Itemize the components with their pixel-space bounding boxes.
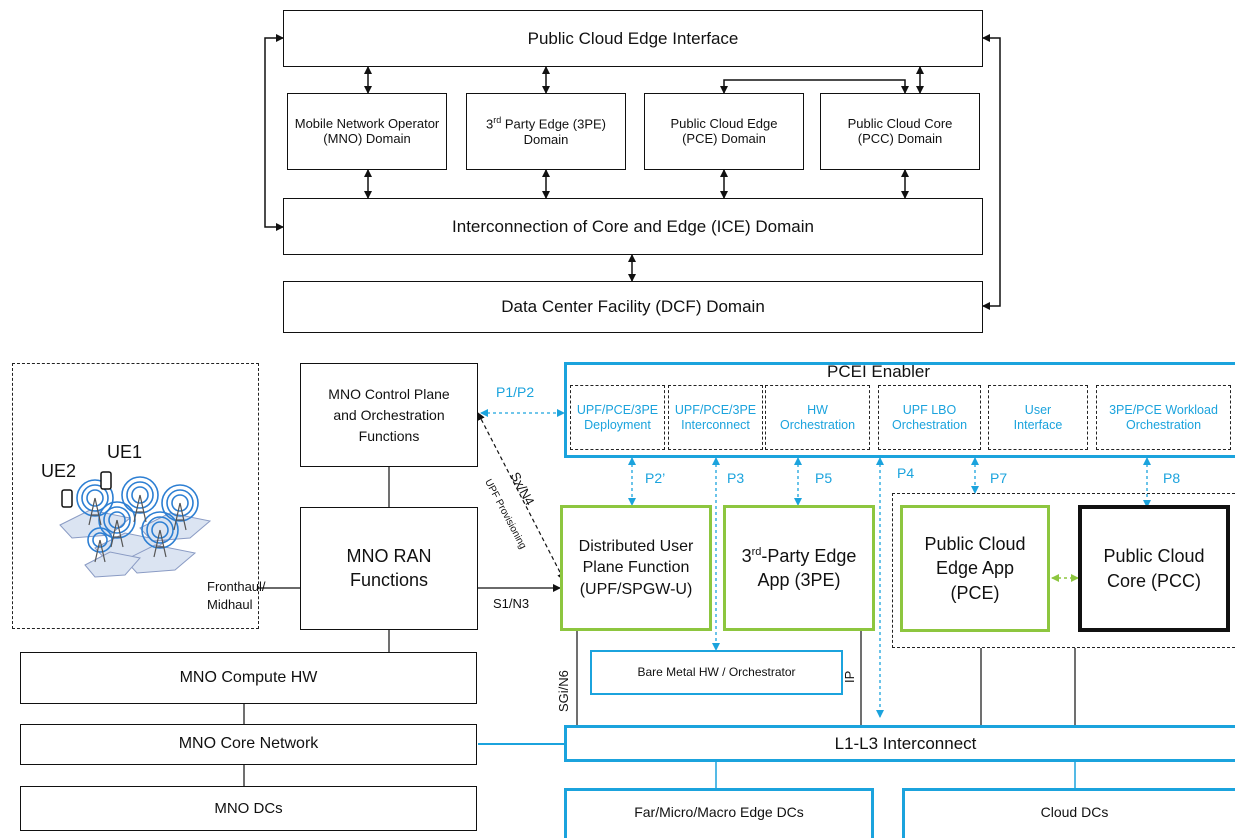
- far-edge-dcs-label: Far/Micro/Macro Edge DCs: [634, 803, 804, 820]
- enabler-interconnect: UPF/PCE/3PE Interconnect: [668, 385, 763, 450]
- pcei-enabler-label: PCEI Enabler: [827, 362, 930, 381]
- tpe-domain-label: 3rd Party Edge (3PE) Domain: [485, 115, 607, 147]
- pce-app-label: Public Cloud Edge App (PCE): [924, 534, 1026, 603]
- ue2-label: UE2: [41, 461, 77, 481]
- mno-core-label: MNO Core Network: [178, 735, 319, 753]
- third-party-app-label: 3rd-Party Edge App (3PE): [741, 545, 857, 590]
- fronthaul-label: Fronthaul/ Midhaul: [207, 579, 266, 612]
- ue-area-box: [12, 363, 259, 629]
- mno-ran-label: MNO RAN Functions: [346, 546, 432, 590]
- third-party-app-box: 3rd-Party Edge App (3PE): [723, 505, 875, 631]
- cloud-dcs-label: Cloud DCs: [1040, 803, 1109, 820]
- ice-domain-label: Interconnection of Core and Edge (ICE) D…: [452, 216, 814, 236]
- mno-core-box: MNO Core Network: [20, 724, 477, 765]
- pcei-box: Public Cloud Edge Interface: [283, 10, 983, 67]
- ip-label: IP: [842, 670, 857, 683]
- pcei-label: Public Cloud Edge Interface: [527, 28, 739, 48]
- pcei-enabler-box: [564, 362, 1235, 458]
- bare-metal-box: Bare Metal HW / Orchestrator: [590, 650, 843, 695]
- l1l3-interconnect-box: L1-L3 Interconnect: [564, 725, 1235, 762]
- tpe-domain-box: 3rd Party Edge (3PE) Domain: [466, 93, 626, 170]
- pcc-domain-box: Public Cloud Core (PCC) Domain: [820, 93, 980, 170]
- upf-box: Distributed User Plane Function (UPF/SPG…: [560, 505, 712, 631]
- enabler-workload-orchestration-label: 3PE/PCE Workload Orchestration: [1109, 402, 1218, 432]
- enabler-deployment: UPF/PCE/3PE Deployment: [570, 385, 665, 450]
- mno-control-plane-label: MNO Control Plane and Orchestration Func…: [328, 385, 450, 444]
- public-cloud-area-box: [892, 493, 1235, 648]
- s1n3-label: S1/N3: [493, 596, 530, 611]
- cloud-dcs-box: Cloud DCs: [902, 788, 1235, 838]
- phone-icon: [61, 489, 73, 508]
- dcf-domain-box: Data Center Facility (DCF) Domain: [283, 281, 983, 333]
- enabler-upf-lbo: UPF LBO Orchestration: [878, 385, 981, 450]
- enabler-hw-orchestration-label: HW Orchestration: [779, 402, 856, 432]
- mno-domain-label: Mobile Network Operator (MNO) Domain: [294, 115, 440, 146]
- p7-label: P7: [990, 470, 1008, 486]
- mno-domain-box: Mobile Network Operator (MNO) Domain: [287, 93, 447, 170]
- enabler-workload-orchestration: 3PE/PCE Workload Orchestration: [1096, 385, 1231, 450]
- mno-compute-label: MNO Compute HW: [179, 668, 318, 686]
- mno-ran-box: MNO RAN Functions: [300, 507, 478, 630]
- p8-label: P8: [1163, 470, 1181, 486]
- mno-compute-box: MNO Compute HW: [20, 652, 477, 704]
- pcc-domain-label: Public Cloud Core (PCC) Domain: [847, 115, 953, 146]
- enabler-user-interface: User Interface: [988, 385, 1088, 450]
- bare-metal-label: Bare Metal HW / Orchestrator: [637, 664, 796, 679]
- pce-app-box: Public Cloud Edge App (PCE): [900, 505, 1050, 632]
- enabler-interconnect-label: UPF/PCE/3PE Interconnect: [674, 402, 757, 432]
- sgi-label: SGi/N6: [556, 670, 571, 712]
- p1p2-label: P1/P2: [496, 384, 535, 400]
- pcc-core-label: Public Cloud Core (PCC): [1103, 546, 1205, 591]
- mno-control-plane-box: MNO Control Plane and Orchestration Func…: [300, 363, 478, 467]
- p3-label: P3: [727, 470, 745, 486]
- p2-label: P2’: [645, 470, 666, 486]
- enabler-deployment-label: UPF/PCE/3PE Deployment: [576, 402, 659, 432]
- l1l3-label: L1-L3 Interconnect: [834, 733, 977, 753]
- ue1-label: UE1: [107, 442, 143, 462]
- pcc-core-box: Public Cloud Core (PCC): [1078, 505, 1230, 632]
- ice-domain-box: Interconnection of Core and Edge (ICE) D…: [283, 198, 983, 255]
- enabler-upf-lbo-label: UPF LBO Orchestration: [891, 402, 968, 432]
- dcf-domain-label: Data Center Facility (DCF) Domain: [501, 297, 765, 317]
- cell-towers-illustration: [59, 471, 212, 578]
- pce-domain-box: Public Cloud Edge (PCE) Domain: [644, 93, 804, 170]
- p4-label: P4: [897, 465, 915, 481]
- phone-icon: [100, 471, 112, 490]
- mno-dcs-box: MNO DCs: [20, 786, 477, 831]
- enabler-hw-orchestration: HW Orchestration: [765, 385, 870, 450]
- mno-dcs-label: MNO DCs: [214, 799, 283, 817]
- far-edge-dcs-box: Far/Micro/Macro Edge DCs: [564, 788, 874, 838]
- enabler-user-interface-label: User Interface: [1013, 402, 1063, 432]
- upf-label: Distributed User Plane Function (UPF/SPG…: [578, 537, 694, 598]
- pce-domain-label: Public Cloud Edge (PCE) Domain: [670, 115, 778, 146]
- p5-label: P5: [815, 470, 833, 486]
